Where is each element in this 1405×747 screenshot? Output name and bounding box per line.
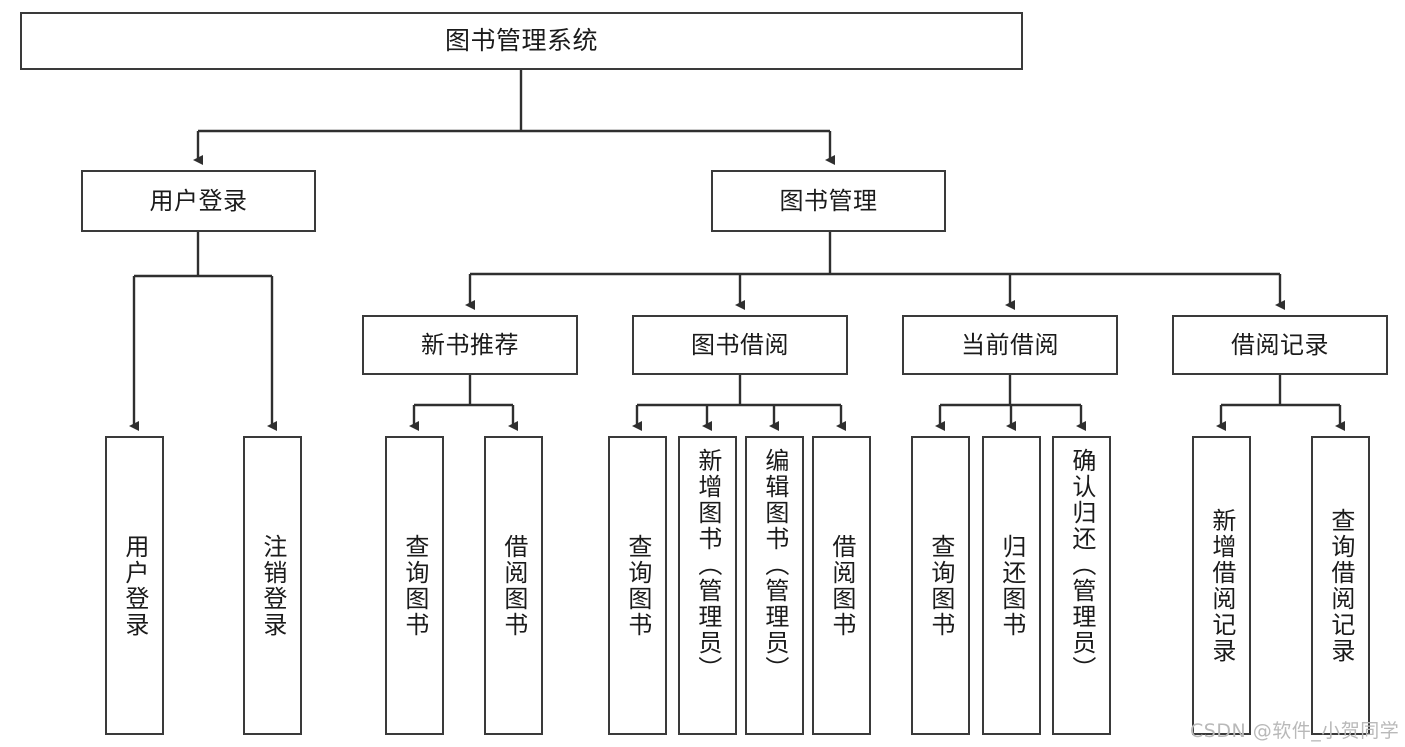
node-leaf-query-book-1[interactable]: 查询图书	[385, 436, 444, 735]
node-book-borrow-label: 图书借阅	[691, 330, 789, 359]
node-leaf-edit-book-label: 编辑图书（管理员）	[760, 448, 789, 682]
node-book-manage[interactable]: 图书管理	[711, 170, 946, 232]
node-root-label: 图书管理系统	[444, 26, 598, 56]
node-leaf-query-book-1-label: 查询图书	[400, 533, 429, 638]
node-leaf-add-record-label: 新增借阅记录	[1207, 507, 1236, 664]
node-leaf-confirm-return-label: 确认归还（管理员）	[1067, 448, 1096, 682]
node-leaf-return-book-label: 归还图书	[997, 533, 1026, 638]
node-leaf-borrow-book-2[interactable]: 借阅图书	[812, 436, 871, 735]
node-leaf-borrow-book-1[interactable]: 借阅图书	[484, 436, 543, 735]
node-leaf-edit-book[interactable]: 编辑图书（管理员）	[745, 436, 804, 735]
node-leaf-add-book-label: 新增图书（管理员）	[693, 448, 722, 682]
node-leaf-add-record[interactable]: 新增借阅记录	[1192, 436, 1251, 735]
node-leaf-add-book[interactable]: 新增图书（管理员）	[678, 436, 737, 735]
node-borrow-record[interactable]: 借阅记录	[1172, 315, 1388, 375]
node-leaf-query-record-label: 查询借阅记录	[1326, 507, 1355, 664]
node-user-login-label: 用户登录	[149, 186, 248, 215]
node-root[interactable]: 图书管理系统	[20, 12, 1023, 70]
node-leaf-return-book[interactable]: 归还图书	[982, 436, 1041, 735]
node-current-borrow[interactable]: 当前借阅	[902, 315, 1118, 375]
node-leaf-user-login[interactable]: 用户登录	[105, 436, 164, 735]
node-leaf-query-book-2-label: 查询图书	[623, 533, 652, 638]
node-leaf-borrow-book-2-label: 借阅图书	[827, 533, 856, 638]
node-leaf-query-book-3[interactable]: 查询图书	[911, 436, 970, 735]
node-new-book-recommend[interactable]: 新书推荐	[362, 315, 578, 375]
node-leaf-confirm-return[interactable]: 确认归还（管理员）	[1052, 436, 1111, 735]
node-new-book-recommend-label: 新书推荐	[421, 330, 519, 359]
node-current-borrow-label: 当前借阅	[961, 330, 1059, 359]
node-borrow-record-label: 借阅记录	[1231, 330, 1329, 359]
node-leaf-query-book-2[interactable]: 查询图书	[608, 436, 667, 735]
csdn-watermark: CSDN @软件_小贺同学	[1190, 720, 1400, 742]
node-user-login[interactable]: 用户登录	[81, 170, 316, 232]
node-book-manage-label: 图书管理	[779, 186, 878, 215]
node-leaf-query-record[interactable]: 查询借阅记录	[1311, 436, 1370, 735]
node-leaf-user-logout-label: 注销登录	[258, 533, 287, 638]
node-leaf-borrow-book-1-label: 借阅图书	[499, 533, 528, 638]
node-leaf-user-logout[interactable]: 注销登录	[243, 436, 302, 735]
node-leaf-user-login-label: 用户登录	[120, 533, 149, 638]
node-book-borrow[interactable]: 图书借阅	[632, 315, 848, 375]
node-leaf-query-book-3-label: 查询图书	[926, 533, 955, 638]
